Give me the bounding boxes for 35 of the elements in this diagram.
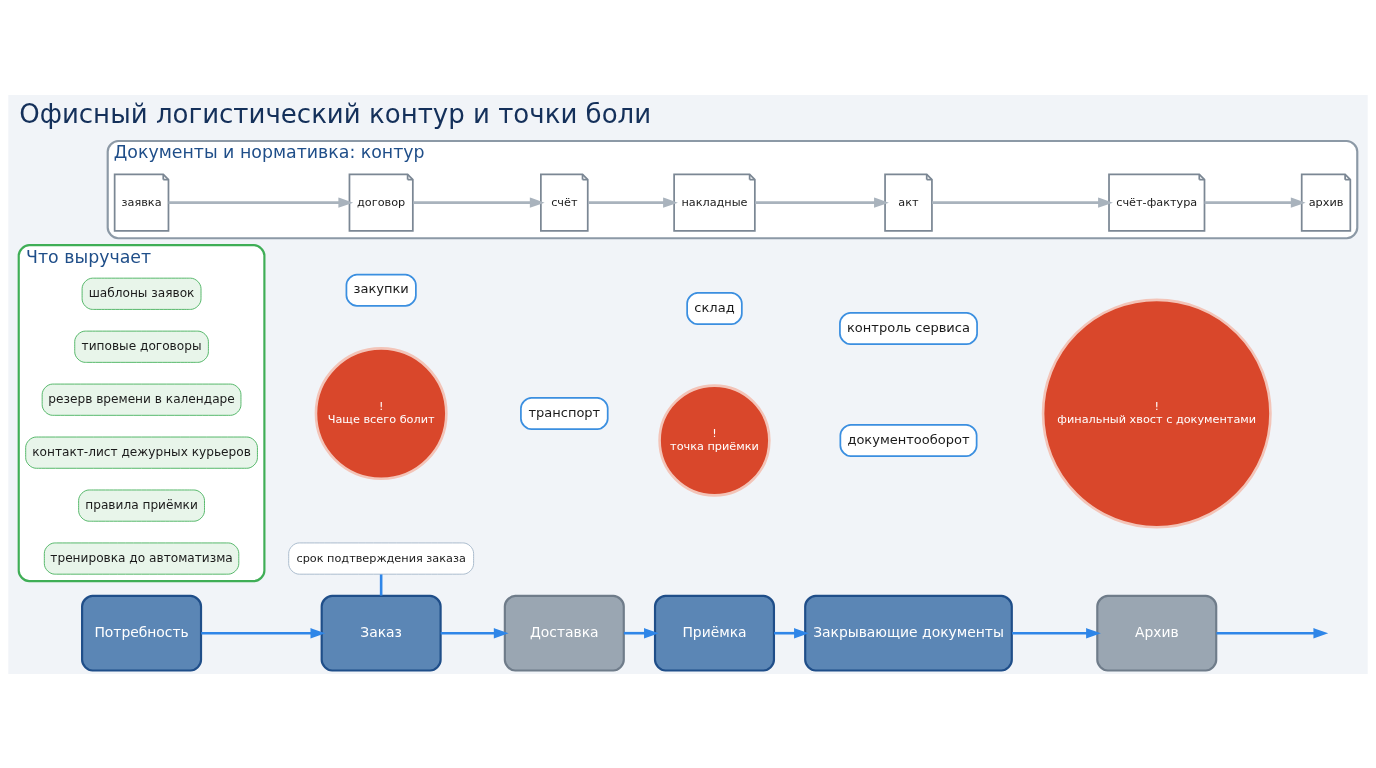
arrow [440,627,509,638]
node-box: тренировка до автоматизма [43,542,240,575]
node-box: Закрывающие документы [804,594,1013,672]
node-box: склад [686,291,743,325]
arrow [588,196,678,208]
node-box: Заказ [320,594,442,672]
arrow [754,196,889,208]
node-circle: ! финальный хвост с документами [1041,298,1272,529]
node-box: Потребность [81,594,203,672]
arrow [932,196,1113,208]
node-box: Приёмка [653,594,776,672]
node-box: контроль сервиса [839,311,978,345]
arrow [413,196,545,208]
node-circle: ! точка приёмки [658,383,771,497]
node-box: закупки [345,273,417,307]
arrow [623,627,659,638]
node-box: шаблоны заявок [81,277,202,310]
node-box: типовые договоры [74,330,209,363]
node-box: Доставка [503,594,625,672]
arrow [1012,627,1101,638]
node-box: транспорт [520,396,609,430]
connector [379,573,383,596]
arrow [168,196,354,208]
node-box: Архив [1096,594,1218,672]
node-box: правила приёмки [78,489,205,522]
node-box: контакт-лист дежурных курьеров [25,436,258,469]
arrow [201,627,326,638]
node-box: срок подтверждения заказа [288,542,475,575]
arrow [1204,196,1306,208]
node-box: резерв времени в календаре [41,383,242,416]
node-box: документооборот [839,423,978,457]
node-circle: ! Чаще всего болит [314,346,448,480]
arrow [774,627,809,638]
diagram-title: Офисный логистический контур и точки боли [19,98,652,129]
arrow [1216,627,1329,638]
